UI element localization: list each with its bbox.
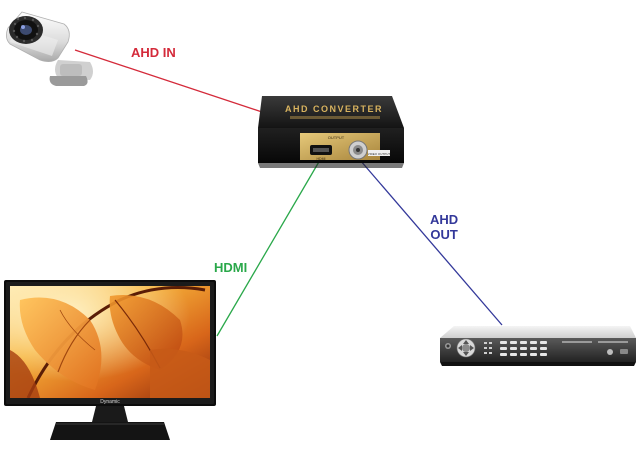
hdmi-label: HDMI xyxy=(214,260,248,275)
ahd-out-cable xyxy=(359,159,503,326)
converter-title: AHD CONVERTER xyxy=(285,104,383,114)
hdmi-cable xyxy=(216,159,321,337)
dvr-recorder xyxy=(440,326,636,366)
tv-brand: Dynamic xyxy=(100,399,120,405)
bnc-port xyxy=(348,140,368,160)
converter-port-hdmi-label: HDMI xyxy=(317,157,326,161)
converter-output-label: OUTPUT xyxy=(328,135,345,140)
ahd-out-label: AHD OUT xyxy=(430,212,458,242)
cctv-camera xyxy=(6,11,93,86)
converter-port-bnc-label: VIDEO OUTPUT xyxy=(368,152,391,156)
television: Dynamic xyxy=(4,280,216,440)
ahd-out-label-line1: AHD xyxy=(430,212,459,227)
ahd-converter-box: AHD CONVERTER OUTPUT HDMI VIDEO OUTPUT xyxy=(258,96,404,168)
dvr-buttons xyxy=(500,341,547,356)
ahd-out-label-line2: OUT xyxy=(430,227,458,242)
dvr-nav-pad xyxy=(456,338,476,358)
ahd-in-label: AHD IN xyxy=(131,45,176,60)
ahd-in-cable xyxy=(74,49,263,113)
tv-screen xyxy=(10,286,210,398)
